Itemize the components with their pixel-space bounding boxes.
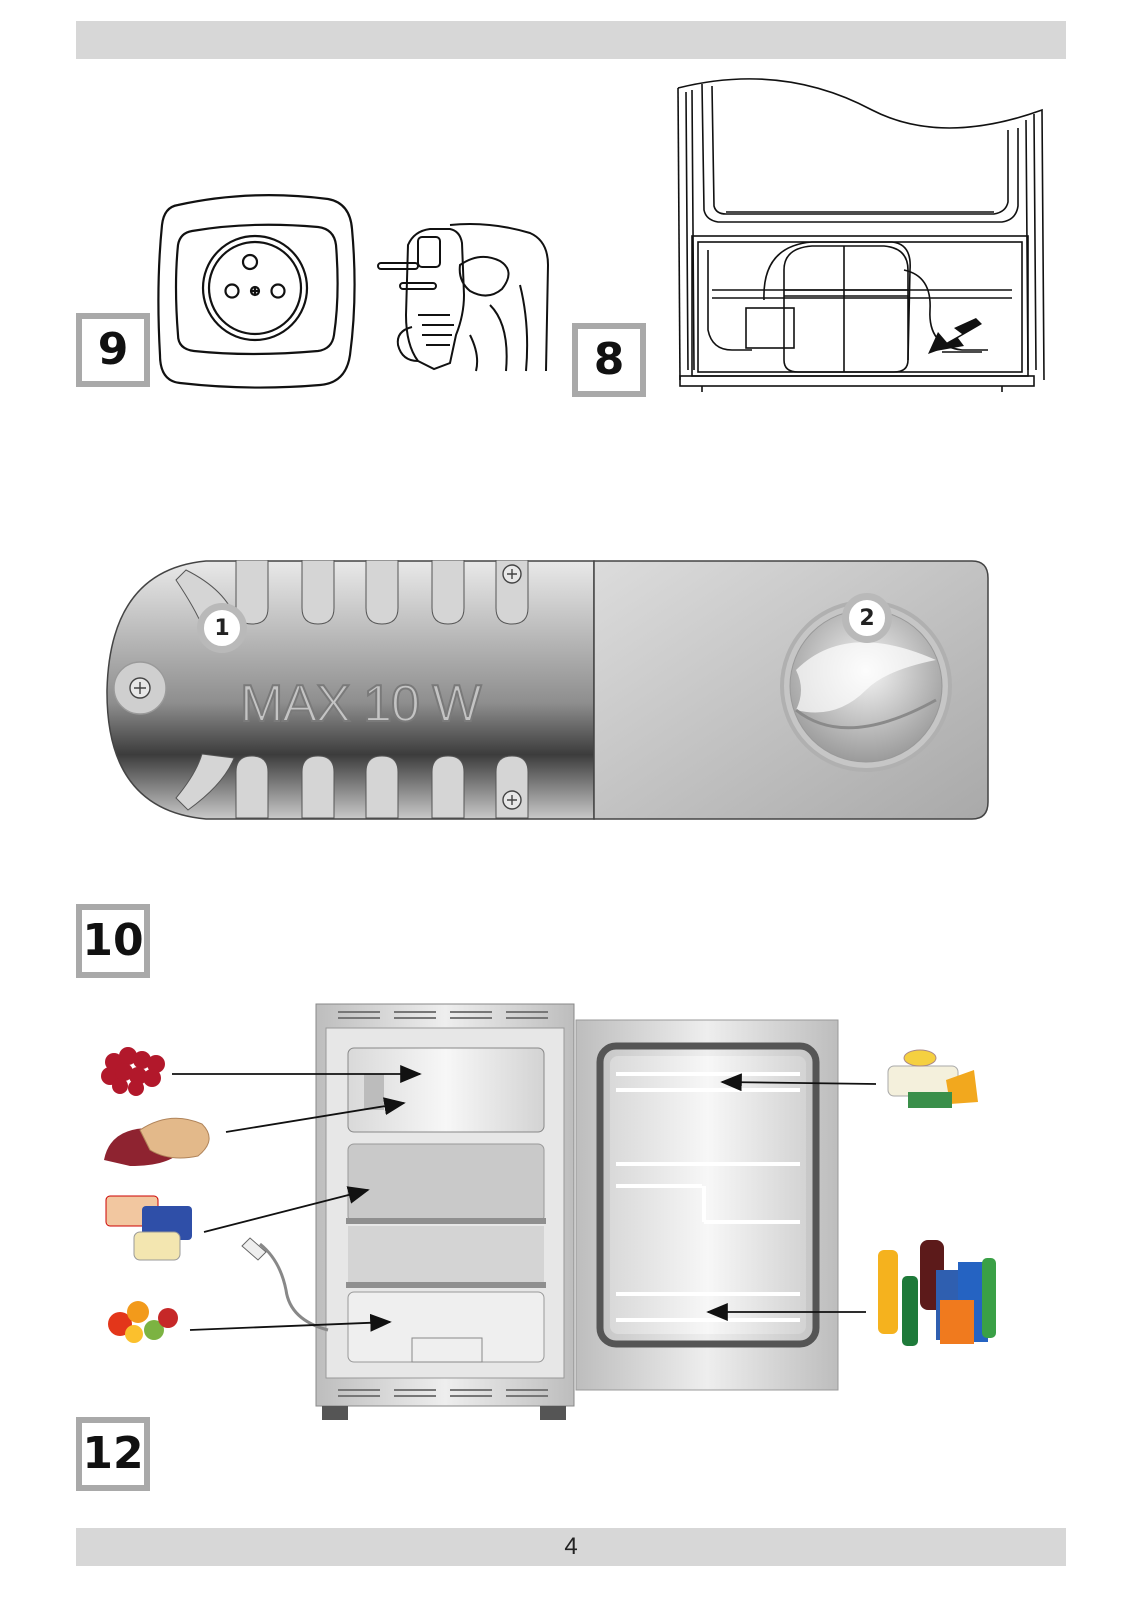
figure-number-12: 12 xyxy=(76,1417,150,1491)
socket-icon xyxy=(158,195,354,387)
lamp-rating-label: MAX 10 W xyxy=(240,674,481,734)
compressor-illustration xyxy=(672,70,1062,400)
fridge-storage-illustration xyxy=(90,1000,1020,1430)
figure-number-9: 9 xyxy=(76,313,150,387)
fridge-icon xyxy=(316,1004,838,1420)
figure-number-8: 8 xyxy=(572,323,646,397)
callout-1: 1 xyxy=(197,603,247,653)
page-number: 4 xyxy=(76,1528,1066,1566)
socket-plug-illustration xyxy=(150,185,570,395)
plug-icon xyxy=(378,224,548,371)
callout-2: 2 xyxy=(842,593,892,643)
header-bar xyxy=(76,21,1066,59)
figure-number-10: 10 xyxy=(76,904,150,978)
